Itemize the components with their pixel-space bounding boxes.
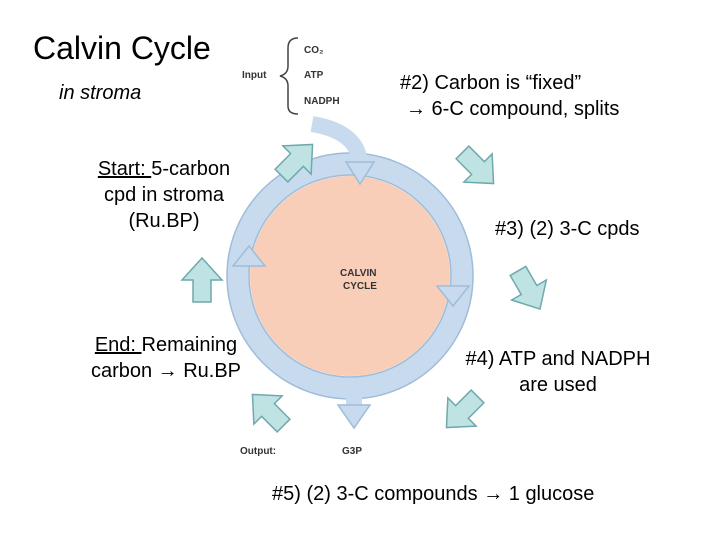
output-label: Output: bbox=[240, 446, 277, 457]
end-prefix: End: bbox=[94, 334, 142, 356]
arrow-step-start-to-2 bbox=[274, 143, 314, 183]
input-arrowhead bbox=[344, 161, 376, 186]
cycle-core bbox=[250, 176, 450, 376]
start-line2: cpd in stroma bbox=[103, 184, 225, 206]
input-arrow bbox=[310, 116, 368, 167]
step-5: #5) (2) 3-C compounds → 1 glucose bbox=[272, 483, 595, 505]
ring-arrowhead-right bbox=[435, 285, 471, 308]
arrow-step-4-to-5 bbox=[445, 389, 485, 429]
step-start: Start: 5-carbon cpd in stroma (Ru.BP) bbox=[64, 156, 264, 234]
step4-line1: #4) ATP and NADPH bbox=[465, 348, 651, 370]
input-atp: ATP bbox=[304, 70, 324, 81]
cycle-label-calvin: CALVIN bbox=[340, 268, 377, 279]
cycle-ring-outline-inner bbox=[248, 174, 452, 378]
output-g3p: G3P bbox=[342, 446, 363, 457]
arrow-step-start-up bbox=[180, 256, 224, 303]
output-arrow-shaft bbox=[346, 382, 362, 408]
page-title: Calvin Cycle bbox=[33, 30, 211, 66]
arrow-step-5-to-end bbox=[251, 393, 291, 433]
start-prefix: Start: bbox=[97, 158, 152, 180]
start-line1: 5-carbon bbox=[151, 158, 231, 180]
step4-line2: are used bbox=[519, 374, 597, 396]
input-co2: CO₂ bbox=[304, 45, 324, 56]
arrow-step-3-to-4 bbox=[509, 265, 548, 311]
step2-line2: → 6-C compound, splits bbox=[406, 98, 620, 120]
step-2: #2) Carbon is “fixed” → 6-C compound, sp… bbox=[400, 70, 619, 122]
step-3: #3) (2) 3-C cpds bbox=[495, 218, 640, 240]
step-end: End: Remaining carbon → Ru.BP bbox=[56, 332, 276, 384]
arrow-step-2-to-3 bbox=[455, 145, 495, 185]
step-4: #4) ATP and NADPH are used bbox=[436, 346, 680, 398]
output-arrowhead bbox=[336, 404, 372, 430]
cycle-label-cycle: CYCLE bbox=[343, 281, 377, 292]
subtitle: in stroma bbox=[59, 82, 142, 104]
input-label: Input bbox=[242, 70, 267, 81]
end-line1: Remaining bbox=[141, 334, 238, 356]
ring-arrowhead-left bbox=[231, 244, 267, 267]
input-bracket bbox=[279, 37, 299, 115]
end-line2: carbon → Ru.BP bbox=[90, 360, 242, 382]
start-line3: (Ru.BP) bbox=[128, 210, 200, 232]
input-nadph: NADPH bbox=[304, 96, 340, 107]
step2-line1: #2) Carbon is “fixed” bbox=[400, 72, 582, 94]
